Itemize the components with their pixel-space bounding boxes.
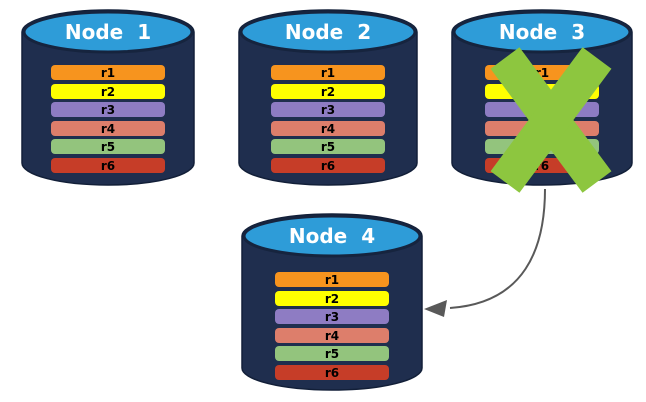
- row-label-r3: r3: [325, 310, 339, 324]
- failover-arrow: [424, 188, 546, 317]
- row-bar-r2: [51, 84, 165, 99]
- node-2-cylinder-top: [239, 10, 417, 54]
- row-bar-r2: [271, 84, 385, 99]
- row-label-r2: r2: [325, 292, 339, 306]
- row-label-r4: r4: [325, 329, 339, 343]
- row-label-r4: r4: [101, 122, 115, 136]
- row-label-r4: r4: [321, 122, 335, 136]
- row-bar-r3: [51, 102, 165, 117]
- row-label-r6: r6: [325, 366, 339, 380]
- node-1: Node 1 r1 r2 r3 r4 r5 r6: [21, 9, 195, 186]
- row-label-r3: r3: [321, 103, 335, 117]
- row-label-r1: r1: [325, 273, 339, 287]
- row-bar-r2: [275, 291, 389, 306]
- node-3: Node 3 r1 r2 r3 r4 r5 r6: [451, 9, 633, 193]
- x-stroke-2: [490, 47, 612, 193]
- row-label-r3: r3: [101, 103, 115, 117]
- row-bar-r5: [271, 139, 385, 154]
- arrow-head-icon: [424, 300, 447, 317]
- row-label-r5: r5: [321, 140, 335, 154]
- row-bar-r5: [275, 346, 389, 361]
- row-bar-r1: [275, 272, 389, 287]
- row-label-r5: r5: [101, 140, 115, 154]
- row-label-r6: r6: [321, 159, 335, 173]
- row-bar-r4: [271, 121, 385, 136]
- row-bar-r3: [275, 309, 389, 324]
- row-bar-r6: [51, 158, 165, 173]
- row-label-r1: r1: [321, 66, 335, 80]
- row-label-r6: r6: [101, 159, 115, 173]
- node-2: Node 2 r1 r2 r3 r4 r5 r6: [238, 9, 418, 186]
- failure-x-icon: [490, 47, 612, 193]
- row-label-r1: r1: [101, 66, 115, 80]
- row-bar-r1: [271, 65, 385, 80]
- row-bar-r3: [271, 102, 385, 117]
- arrow-curve: [449, 188, 546, 309]
- row-label-r5: r5: [325, 347, 339, 361]
- node-4-rows: r1 r2 r3 r4 r5 r6: [275, 272, 389, 380]
- row-label-r2: r2: [101, 85, 115, 99]
- row-bar-r6: [271, 158, 385, 173]
- node-2-rows: r1 r2 r3 r4 r5 r6: [271, 65, 385, 173]
- node-1-label: Node 1: [65, 20, 151, 44]
- row-bar-r5: [51, 139, 165, 154]
- row-label-r2: r2: [321, 85, 335, 99]
- row-bar-r1: [51, 65, 165, 80]
- node-2-label: Node 2: [285, 20, 371, 44]
- node-4-label: Node 4: [289, 224, 375, 248]
- node-4: Node 4 r1 r2 r3 r4 r5 r6: [241, 213, 423, 391]
- row-bar-r4: [51, 121, 165, 136]
- row-bar-r4: [275, 328, 389, 343]
- node-3-cylinder-top: [452, 10, 632, 54]
- node-1-cylinder-top: [22, 10, 194, 54]
- row-bar-r6: [275, 365, 389, 380]
- node-3-label: Node 3: [499, 20, 585, 44]
- node-4-cylinder-top: [242, 214, 422, 258]
- node-1-rows: r1 r2 r3 r4 r5 r6: [51, 65, 165, 173]
